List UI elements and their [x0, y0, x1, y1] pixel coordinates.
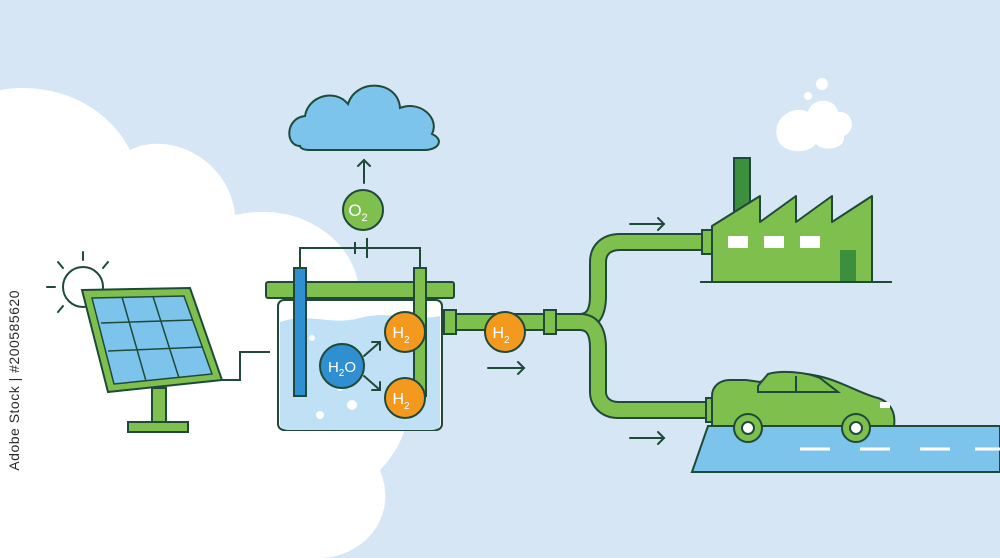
- stock-id-text: Adobe Stock | #200585620: [6, 290, 22, 471]
- oxygen-symbol: O: [348, 201, 361, 220]
- up-arrow-icon: [357, 158, 371, 184]
- power-wire: [222, 351, 270, 381]
- hydrogen-symbol: H: [392, 391, 404, 408]
- power-wire-top: [299, 247, 421, 270]
- water-tail: O: [344, 359, 356, 376]
- background-cloud: [0, 88, 413, 558]
- flow-arrow-car: [629, 431, 666, 445]
- water-subscript: 2: [339, 368, 345, 379]
- svg-text:H2: H2: [392, 391, 410, 412]
- flow-arrow-pipe: [487, 361, 526, 375]
- hydrogen-subscript: 2: [504, 335, 510, 346]
- electrolyser-tank: [265, 267, 455, 431]
- stock-id-watermark: Adobe Stock | #200585620: [6, 290, 30, 550]
- split-arrows-icon: [363, 341, 381, 391]
- hydrogen-symbol: H: [392, 325, 404, 342]
- oxygen-molecule: O2: [342, 189, 384, 231]
- hydrogen-pipe: [443, 229, 719, 423]
- svg-text:O2: O2: [348, 201, 367, 224]
- car-icon: [711, 370, 896, 443]
- road: [690, 425, 1000, 473]
- hydrogen-molecule-bottom: H2: [384, 377, 426, 419]
- svg-text:H2: H2: [492, 325, 510, 346]
- svg-text:H2O: H2O: [328, 359, 356, 379]
- hydrogen-molecule-pipe: H2: [484, 311, 526, 353]
- water-molecule: H2O: [319, 343, 365, 389]
- solar-panel-icon: [80, 286, 224, 433]
- oxygen-subscript: 2: [362, 212, 368, 224]
- hydrogen-molecule-top: H2: [384, 311, 426, 353]
- hydrogen-subscript: 2: [404, 335, 410, 346]
- hydrogen-subscript: 2: [404, 401, 410, 412]
- svg-text:H2: H2: [392, 325, 410, 346]
- water-symbol: H: [328, 359, 339, 376]
- flow-arrow-factory: [629, 217, 666, 231]
- factory-icon: [700, 78, 892, 283]
- hydrogen-symbol: H: [492, 325, 504, 342]
- oxygen-cloud-icon: [288, 84, 440, 151]
